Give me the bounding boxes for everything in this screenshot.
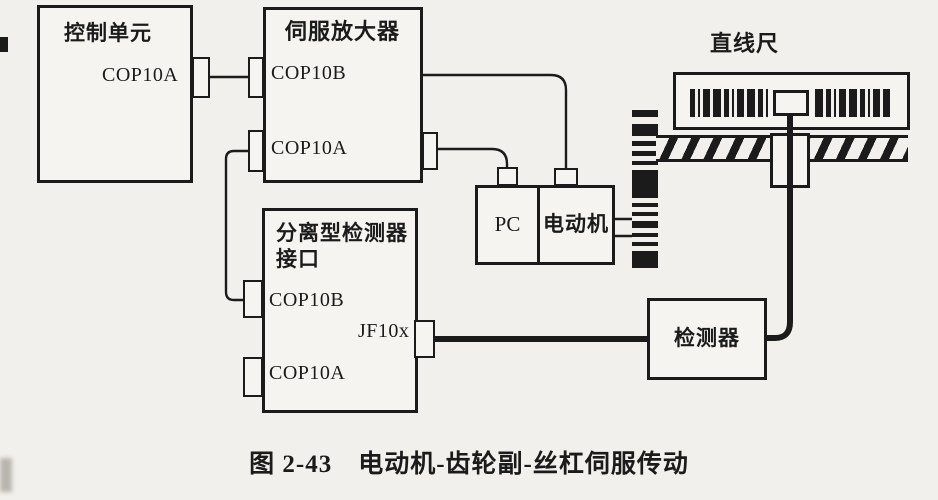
wire-amplifier-to-motor <box>423 73 568 169</box>
detector-interface-port-cop10b: COP10B <box>269 289 345 311</box>
wire-amplifier-to-interface <box>224 149 249 302</box>
servo-amplifier-title: 伺服放大器 <box>285 19 401 44</box>
motor-box: 电动机 <box>540 188 612 262</box>
scan-artifact-left <box>0 37 8 52</box>
servo-amplifier-port-cop10b: COP10B <box>271 62 347 84</box>
connector-pc-top <box>497 167 518 186</box>
pc-motor-block: PC 电动机 <box>475 185 615 265</box>
detector-interface-title: 分离型检测器 接口 <box>276 220 408 272</box>
scan-artifact-bottom-left <box>0 458 12 492</box>
control-unit-title: 控制单元 <box>64 21 152 45</box>
figure-caption: 图 2-43 电动机-齿轮副-丝杠伺服传动 <box>249 451 689 478</box>
connector-amplifier-out <box>422 132 438 170</box>
motor-label: 电动机 <box>543 212 609 237</box>
detector-interface-title-line2: 接口 <box>276 247 320 271</box>
detector-interface-title-line1: 分离型检测器 <box>276 221 408 245</box>
control-unit-box: 控制单元 COP10A <box>37 5 193 183</box>
wire-amplifier-to-pc <box>437 147 509 168</box>
pc-box: PC <box>478 188 537 262</box>
detector-label: 检测器 <box>674 326 740 351</box>
detector-interface-port-cop10a: COP10A <box>269 362 346 384</box>
connector-control-out <box>192 57 210 98</box>
servo-amplifier-box: 伺服放大器 COP10B COP10A <box>263 7 423 183</box>
connector-interface-jf10x <box>414 320 435 358</box>
connector-motor-top <box>554 168 578 186</box>
connector-interface-cop10b <box>243 280 263 318</box>
detector-box: 检测器 <box>647 298 767 380</box>
control-unit-port-label: COP10A <box>102 64 179 86</box>
detector-interface-box: 分离型检测器 接口 COP10B JF10x COP10A <box>262 208 418 413</box>
connector-interface-cop10a <box>243 357 263 397</box>
linear-scale-label: 直线尺 <box>710 31 780 56</box>
servo-amplifier-port-cop10a: COP10A <box>271 137 348 159</box>
connector-amplifier-cop10a <box>248 130 264 172</box>
scale-reader-head <box>773 90 809 116</box>
pc-motor-divider <box>537 188 540 262</box>
pc-label: PC <box>494 212 521 237</box>
detector-interface-port-jf10x: JF10x <box>358 320 410 342</box>
gear-pair <box>632 110 658 268</box>
screw-nut <box>770 133 810 188</box>
connector-amplifier-cop10b <box>248 57 264 98</box>
